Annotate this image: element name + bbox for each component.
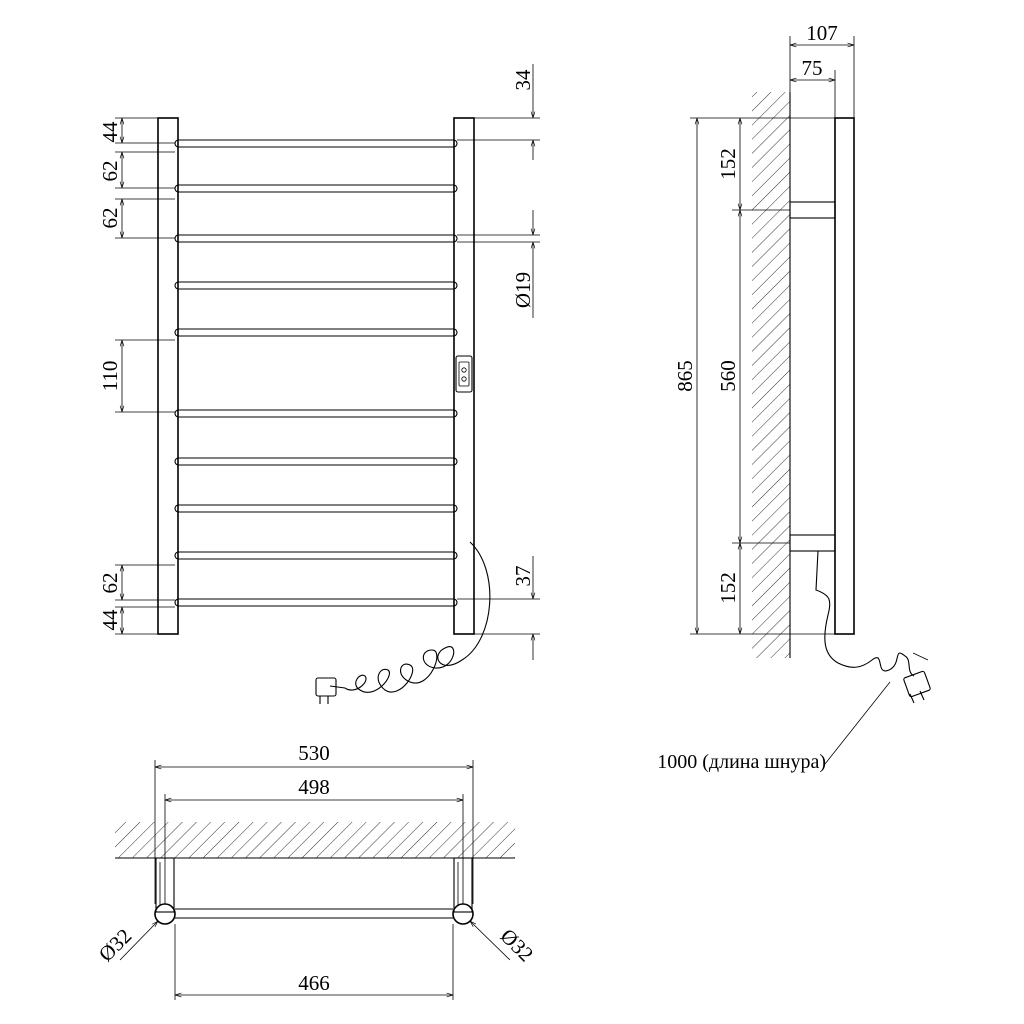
- wall-hatch: [752, 92, 790, 658]
- dim-152-bottom: 152: [716, 572, 740, 604]
- rung: [174, 504, 458, 513]
- rung: [174, 409, 458, 418]
- rung: [174, 184, 458, 193]
- dim-44-top: 44: [98, 121, 122, 143]
- dim-dia32-right: Ø32: [496, 924, 539, 967]
- side-view: 1000 (длина шнура) 107 75 865 152 560 15…: [657, 21, 931, 773]
- rung: [174, 139, 458, 148]
- control-unit-icon: [455, 355, 473, 393]
- cord-length-note: 1000 (длина шнура): [657, 751, 826, 773]
- dim-62-a: 62: [98, 161, 122, 182]
- front-view: 44 62 62 110 62 44 34 Ø19 37: [98, 64, 540, 704]
- power-cord-icon: [315, 541, 491, 704]
- top-wall-hatch: [115, 822, 515, 858]
- bottom-bracket: [789, 534, 836, 552]
- dim-62-c: 62: [98, 573, 122, 594]
- side-upright: [834, 117, 855, 635]
- dim-62-b: 62: [98, 208, 122, 229]
- rung: [174, 551, 458, 560]
- dim-560: 560: [716, 360, 740, 392]
- dim-466: 466: [298, 971, 330, 995]
- left-dimension-chain: 44 62 62 110 62 44: [98, 117, 175, 635]
- dim-44-bottom: 44: [98, 609, 122, 631]
- dim-498: 498: [298, 775, 330, 799]
- rungs: [174, 139, 458, 607]
- dim-530: 530: [298, 741, 330, 765]
- rung: [174, 598, 458, 607]
- dim-37: 37: [511, 566, 535, 587]
- top-view: 530 498 466 Ø32 Ø32: [94, 741, 538, 1000]
- dim-865: 865: [673, 360, 697, 392]
- side-power-cord-icon: [815, 550, 931, 704]
- dim-dia32-left: Ø32: [94, 924, 137, 967]
- dim-34: 34: [511, 69, 535, 91]
- rung: [174, 234, 458, 243]
- rung: [174, 457, 458, 466]
- right-upright: [453, 117, 475, 635]
- dim-dia19: Ø19: [511, 272, 535, 308]
- top-bracket: [789, 201, 836, 219]
- left-upright: [157, 117, 179, 635]
- dim-152-top: 152: [716, 148, 740, 180]
- rung: [174, 328, 458, 337]
- dim-75: 75: [802, 56, 823, 80]
- rung: [174, 281, 458, 290]
- right-dimension-chain: 34 Ø19 37: [457, 64, 540, 660]
- dim-107: 107: [806, 21, 838, 45]
- dim-110: 110: [98, 361, 122, 392]
